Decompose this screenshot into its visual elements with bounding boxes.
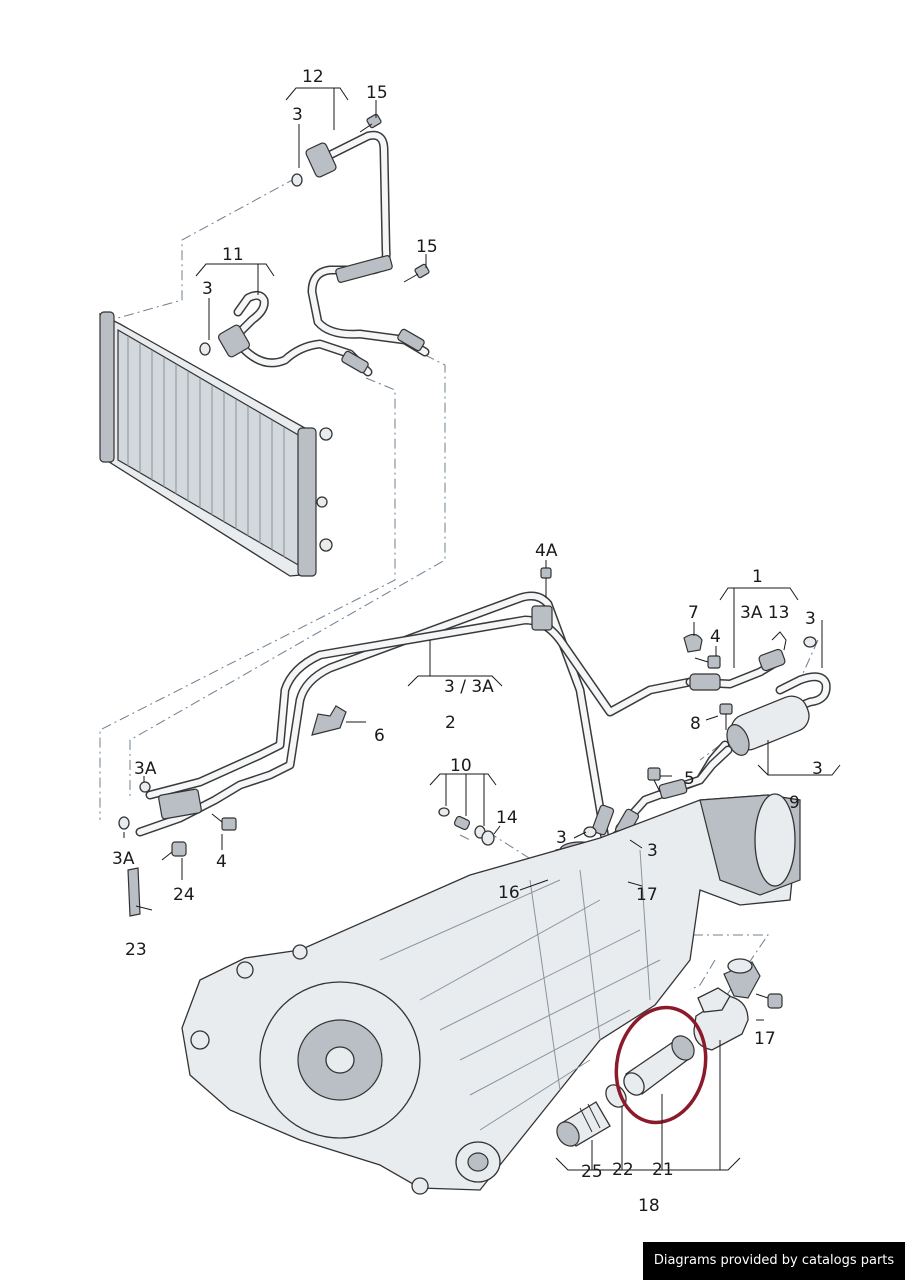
- bracket-6: [311, 705, 347, 736]
- label-3A-lower: 3A: [112, 849, 135, 869]
- fasteners: [118, 113, 817, 1009]
- label-24: 24: [173, 885, 195, 905]
- label-4-right: 4: [710, 627, 721, 647]
- hose-1: [685, 631, 787, 691]
- label-25: 25: [581, 1162, 603, 1182]
- label-11: 11: [222, 245, 244, 265]
- bolt-24: [161, 841, 187, 861]
- label-17-upper: 17: [636, 885, 658, 905]
- clip-7: [683, 633, 703, 653]
- filter-assembly-18: [556, 958, 761, 1147]
- label-10: 10: [450, 756, 472, 776]
- label-14: 14: [496, 808, 518, 828]
- label-3-cooler: 3: [812, 759, 823, 779]
- label-3A-upper: 3A: [134, 759, 157, 779]
- label-18: 18: [638, 1196, 660, 1216]
- bolt-4-right: [694, 655, 721, 669]
- cooler-line-12: [305, 130, 430, 357]
- bolt-4-left: [211, 813, 237, 831]
- highlight-circle: [614, 1005, 708, 1125]
- label-5: 5: [684, 769, 695, 789]
- label-3-3A: 3 / 3A: [444, 677, 494, 697]
- label-8: 8: [690, 714, 701, 734]
- bolt-15-mid: [403, 263, 430, 283]
- bolt-17-lower: [755, 993, 783, 1009]
- transmission: [181, 793, 801, 1195]
- label-3-right: 3: [805, 609, 816, 629]
- label-3-top: 3: [292, 105, 303, 125]
- filter-21: [623, 1035, 695, 1096]
- bolt-8: [719, 703, 733, 730]
- label-15-mid: 15: [416, 237, 438, 257]
- label-23: 23: [125, 940, 147, 960]
- label-2: 2: [445, 713, 456, 733]
- cap-25: [556, 1101, 611, 1147]
- bolt-15-top: [359, 113, 382, 133]
- bracket-23: [127, 867, 141, 917]
- label-3-mid: 3: [202, 279, 213, 299]
- bolt-5: [647, 767, 661, 793]
- label-3-housing-left: 3: [556, 828, 567, 848]
- label-17-lower: 17: [754, 1029, 776, 1049]
- label-21: 21: [652, 1160, 674, 1180]
- credit-banner: Diagrams provided by catalogs parts: [643, 1242, 905, 1280]
- cooler-9: [658, 672, 831, 800]
- label-4-left: 4: [216, 852, 227, 872]
- label-6: 6: [374, 726, 385, 746]
- label-3-housing-right: 3: [647, 841, 658, 861]
- callout-labels: 12 15 3 15 11 3 4A 1 7 4 3A 13 3 3 / 3A …: [112, 67, 823, 1216]
- label-4A: 4A: [535, 541, 558, 561]
- label-22: 22: [612, 1160, 634, 1180]
- label-7: 7: [688, 603, 699, 623]
- label-1: 1: [752, 567, 763, 587]
- label-3A-13: 3A 13: [740, 603, 789, 623]
- bolt-4A: [540, 567, 552, 598]
- label-12: 12: [302, 67, 324, 87]
- label-9: 9: [789, 793, 800, 813]
- seal-kit-10: [438, 807, 486, 839]
- cooler-line-11: [217, 290, 373, 377]
- transmission-cooler-lines: [135, 591, 730, 843]
- callout-lines: [123, 87, 841, 1171]
- radiator: [99, 311, 333, 577]
- label-15-top: 15: [366, 83, 388, 103]
- label-16: 16: [498, 883, 520, 903]
